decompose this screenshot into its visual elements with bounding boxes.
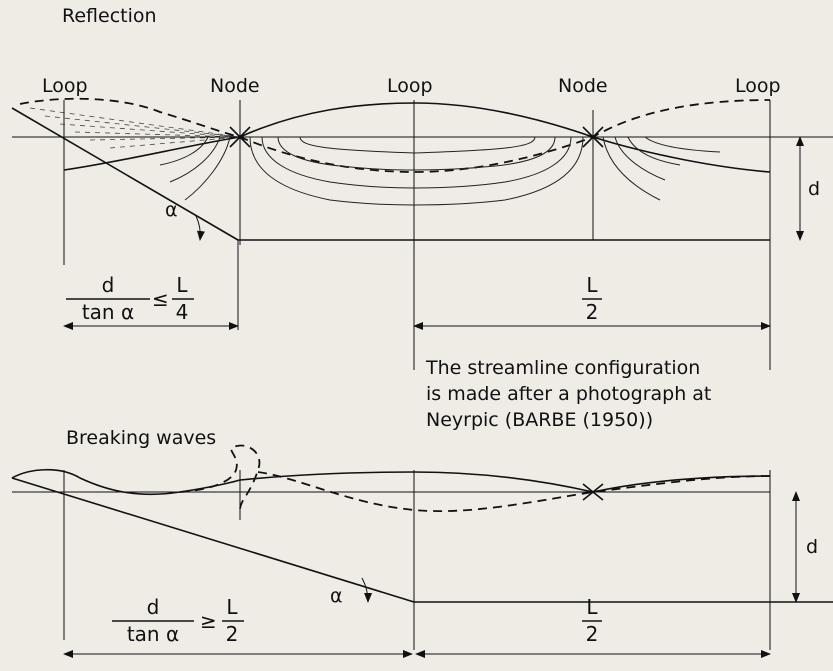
breaking-solid-profile bbox=[239, 471, 771, 493]
note-line-3: Neyrpic (BARBE (1950)) bbox=[426, 409, 653, 431]
dashed-wave-profile bbox=[19, 97, 771, 173]
breaking-sloping-bottom bbox=[11, 477, 415, 603]
breaking-solid-front bbox=[11, 468, 241, 496]
breaking-criterion-relation: ≥ bbox=[200, 609, 217, 633]
loop-label-left: Loop bbox=[42, 75, 88, 97]
reflection-title: Reflection bbox=[62, 5, 157, 27]
streamlines bbox=[159, 136, 721, 206]
node-mark-left bbox=[229, 126, 251, 148]
depth-label: d bbox=[808, 178, 820, 200]
solid-wave-profile bbox=[63, 102, 771, 173]
breaking-criterion-denominator: tan α bbox=[127, 622, 179, 646]
node-label-left: Node bbox=[210, 75, 260, 97]
criterion-L: L bbox=[176, 273, 188, 297]
breaking-panel: Breaking waves d α d tan α ≥ L 2 bbox=[11, 427, 833, 658]
breaking-criterion-2: 2 bbox=[226, 622, 239, 646]
breaking-criterion-numerator: d bbox=[147, 595, 160, 619]
breaking-title: Breaking waves bbox=[66, 427, 216, 449]
dashed-hatch-region bbox=[29, 107, 241, 149]
node-mark-right bbox=[582, 126, 604, 148]
reflection-panel: Reflection Loop Node Loop Node Loop bbox=[11, 5, 833, 370]
breaking-depth-label: d bbox=[806, 536, 818, 558]
note-line-2: is made after a photograph at bbox=[426, 383, 711, 405]
breaking-half-wave-L: L bbox=[586, 595, 598, 619]
alpha-label: α bbox=[165, 199, 178, 221]
reflection-criterion: d tan α ≤ L 4 bbox=[66, 273, 194, 324]
note-line-1: The streamline configuration bbox=[425, 357, 700, 379]
streamline-note: The streamline configuration is made aft… bbox=[425, 357, 711, 431]
criterion-denominator: tan α bbox=[82, 300, 134, 324]
sloping-bottom bbox=[11, 107, 239, 241]
node-label-right: Node bbox=[558, 75, 608, 97]
breaking-alpha-arc bbox=[361, 577, 373, 603]
breaking-dashed-curl bbox=[179, 444, 261, 511]
criterion-numerator: d bbox=[102, 273, 115, 297]
loop-label-right: Loop bbox=[735, 75, 781, 97]
half-wave-L: L bbox=[586, 273, 598, 297]
alpha-arc bbox=[195, 215, 205, 241]
half-wave-2: 2 bbox=[586, 300, 599, 324]
criterion-4: 4 bbox=[176, 300, 189, 324]
breaking-node-mark bbox=[582, 483, 604, 501]
breaking-alpha-label: α bbox=[330, 585, 343, 607]
loop-label-center: Loop bbox=[387, 75, 433, 97]
breaking-criterion: d tan α ≥ L 2 bbox=[112, 595, 244, 646]
breaking-half-wave-2: 2 bbox=[586, 622, 599, 646]
breaking-criterion-L: L bbox=[226, 595, 238, 619]
criterion-relation: ≤ bbox=[152, 287, 169, 311]
breaking-dashed-profile bbox=[257, 471, 771, 513]
